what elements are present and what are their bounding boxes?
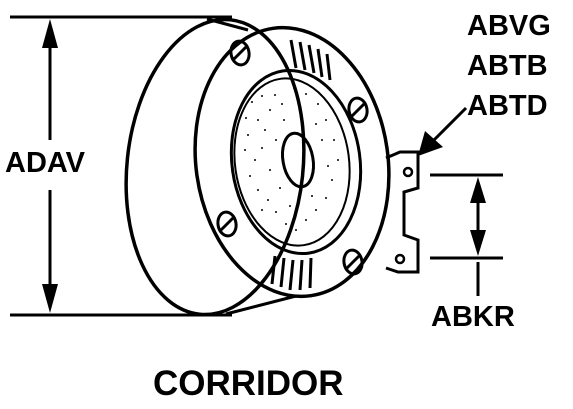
bracket-leader xyxy=(418,106,468,156)
height-arrow-down-icon xyxy=(42,284,58,313)
mounting-screw-left xyxy=(216,210,238,238)
disc-rear-rim xyxy=(124,17,306,317)
disc-inner-ring xyxy=(229,68,363,256)
height-arrow-up-icon xyxy=(42,19,58,48)
bracket-hole-top xyxy=(402,166,414,178)
mounting-screw-top-left xyxy=(229,39,251,67)
code-label-1: ABVG xyxy=(467,10,551,42)
height-dimension: ADAV xyxy=(5,15,232,317)
vent-slots-top xyxy=(289,39,332,81)
caption: CORRIDOR xyxy=(153,364,344,403)
bracket-dimension-label: ABKR xyxy=(431,301,515,333)
hub-hole xyxy=(281,131,315,189)
bracket-arrow-down-icon xyxy=(470,230,486,256)
code-label-3: ABTD xyxy=(467,90,548,122)
disc-edge-top xyxy=(206,17,249,32)
mounting-screw-bottom-right xyxy=(342,248,364,276)
bracket-hole-bottom xyxy=(394,253,406,265)
bracket-leader-arrow-icon xyxy=(418,131,443,156)
bracket-dimension: ABKR xyxy=(430,173,515,333)
bracket-arrow-up-icon xyxy=(470,177,486,203)
brake-disc xyxy=(124,17,391,317)
disc-inner-face xyxy=(233,77,351,247)
disc-surface-texture xyxy=(244,87,339,231)
height-label: ADAV xyxy=(5,147,86,179)
mounting-bracket xyxy=(385,150,420,274)
disc-front-face xyxy=(193,25,391,299)
code-label-2: ABTB xyxy=(467,50,548,82)
vent-slots-bottom xyxy=(270,255,313,291)
disc-edge-bottom xyxy=(225,294,297,316)
bracket-outline xyxy=(385,150,420,274)
bracket-leader-line xyxy=(430,106,468,144)
mounting-screw-right xyxy=(347,96,369,124)
